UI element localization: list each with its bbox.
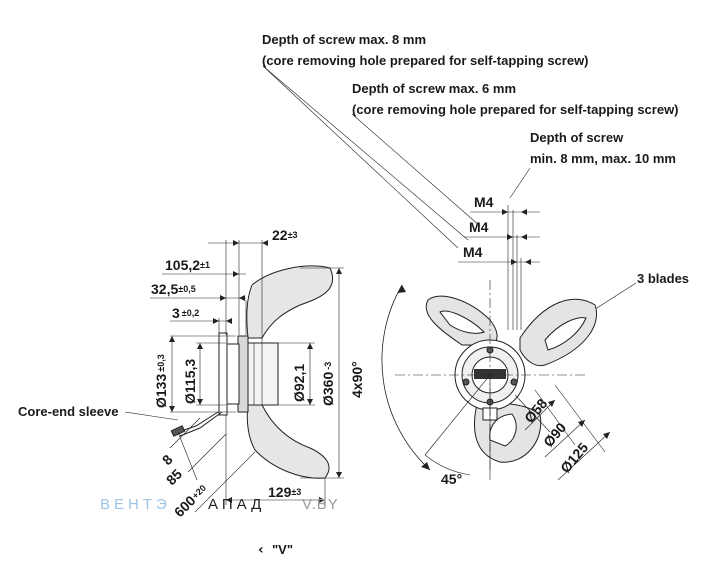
- note-screw-min-line1: Depth of screw: [530, 130, 624, 145]
- leader-screw-6: [351, 113, 481, 227]
- note-blades: 3 blades: [637, 271, 689, 286]
- dim-d115-3: Ø115,3: [182, 359, 198, 404]
- view-arrow-icon: ‹: [258, 542, 264, 558]
- leader-core-end: [124, 411, 179, 421]
- side-cable: [179, 411, 223, 437]
- front-view: [381, 280, 611, 481]
- side-stator-flange: [225, 343, 240, 405]
- dim-32-5: 32,5±0,5: [151, 281, 196, 297]
- thread-m4-2: M4: [469, 219, 489, 235]
- watermark-right: V.BY: [302, 496, 339, 513]
- side-core-end-sleeve: [170, 425, 186, 437]
- watermark-left: ВЕНТЭ: [100, 496, 171, 513]
- thread-m4-1: M4: [474, 194, 494, 210]
- dim-22: 22±3: [272, 227, 298, 243]
- side-view: [150, 240, 344, 513]
- note-screw-8-line2: (core removing hole prepared for self-ta…: [262, 53, 589, 68]
- leader-screw-8b: [262, 65, 459, 249]
- dim-d125: Ø125: [557, 439, 591, 476]
- thread-m4-3: M4: [463, 244, 483, 260]
- dim-3: 3±0,2: [172, 305, 199, 321]
- leader-screw-min: [509, 167, 531, 199]
- dim-angle-45: 45°: [441, 471, 462, 487]
- dim-600: 600+20: [171, 481, 210, 520]
- dim-4x90: 4x90°: [349, 361, 365, 398]
- leader-screw-8: [262, 65, 469, 241]
- dim-105-2: 105,2±1: [165, 257, 210, 273]
- note-screw-min-line2: min. 8 mm, max. 10 mm: [530, 151, 676, 166]
- thread-callouts: [458, 205, 540, 330]
- dim-d360: Ø360-3: [320, 362, 336, 406]
- note-core-end-sleeve: Core-end sleeve: [18, 404, 118, 419]
- view-label: "V": [272, 542, 293, 557]
- watermark-middle: АПАД: [208, 496, 265, 513]
- dim-d90: Ø90: [540, 419, 569, 450]
- dim-129: 129±3: [268, 484, 301, 500]
- side-blade-upper: [246, 265, 334, 339]
- dim-d92-1: Ø92,1: [291, 364, 307, 402]
- side-blade-lower: [246, 404, 330, 479]
- side-mount-plate: [218, 332, 228, 416]
- front-outer-arc: [381, 284, 431, 471]
- note-screw-6-line2: (core removing hole prepared for self-ta…: [352, 102, 679, 117]
- note-screw-6-line1: Depth of screw max. 6 mm: [352, 81, 516, 96]
- dim-d133: Ø133±0,3: [153, 354, 169, 408]
- note-screw-8-line1: Depth of screw max. 8 mm: [262, 32, 426, 47]
- dim-85: 85: [163, 466, 185, 488]
